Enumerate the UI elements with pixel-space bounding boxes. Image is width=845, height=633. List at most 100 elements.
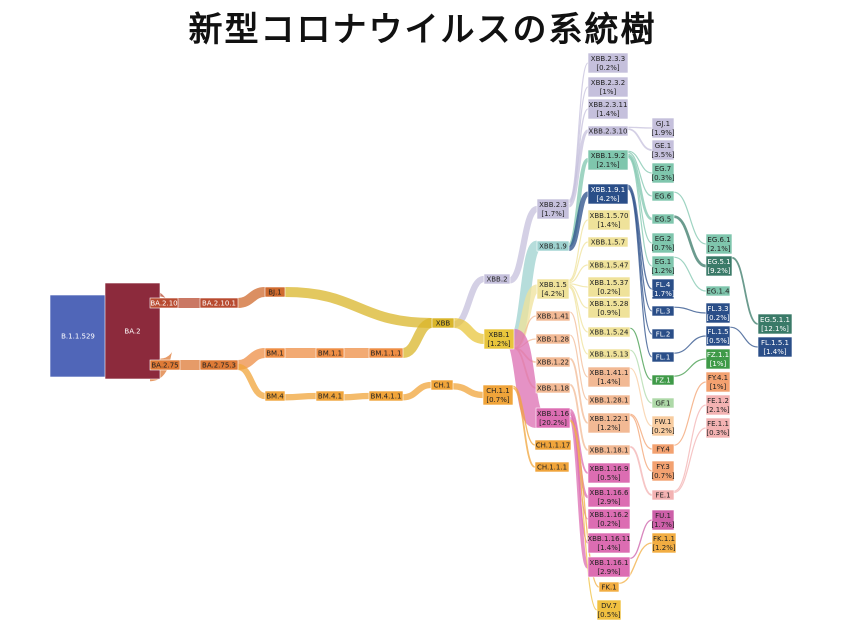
node-xbb-1[interactable]: XBB.1[1.2%] [483,328,515,350]
link-xbb-1-5-13-to-gf-1 [629,349,653,404]
node-xbb-1-5-28[interactable]: XBB.1.5.28[0.9%] [587,297,631,319]
node-xbb-1-28-1[interactable]: XBB.1.28.1 [587,394,631,406]
node-eg-1-4[interactable]: EG.1.4 [705,285,731,297]
node-ch-1[interactable]: CH.1 [430,379,454,391]
node-percentage: [1%] [710,383,727,391]
node-xbb-1-5[interactable]: XBB.1.5[4.2%] [536,278,570,300]
node-fk-1-1[interactable]: FK.1.1[1.2%] [651,532,677,554]
node-bm-1-1[interactable]: BM.1.1 [315,347,345,359]
node-fe-1[interactable]: FE.1 [651,489,675,501]
node-xbb-1-5-37[interactable]: XBB.1.5.37[0.2%] [587,276,631,298]
node-ba-2-10-1[interactable]: BA.2.10.1 [199,297,239,309]
node-xbb-1-18[interactable]: XBB.1.18 [535,382,571,394]
node-ch-1-1-1[interactable]: CH.1.1.1 [534,461,570,473]
node-b-1-1-529[interactable]: B.1.1.529 [49,294,107,378]
node-box-bm-1-1 [315,347,345,359]
node-label: XBB.1.9 [539,243,567,251]
node-xbb-1-16-6[interactable]: XBB.1.16.6[2.9%] [587,486,631,508]
node-xbb[interactable]: XBB [431,317,455,329]
node-xbb-1-5-7[interactable]: XBB.1.5.7 [587,236,629,248]
node-bm-1-1-1[interactable]: BM.1.1.1 [368,347,404,359]
node-xbb-1-22-1[interactable]: XBB.1.22.1[1.2%] [587,412,631,434]
node-ba-2-75-3[interactable]: BA.2.75.3 [199,359,239,371]
node-label: CH.1.1 [486,387,509,395]
node-xbb-1-9[interactable]: XBB.1.9 [536,240,570,252]
node-ba-2-10[interactable]: BA.2.10 [149,297,179,309]
node-xbb-1-28[interactable]: XBB.1.28 [535,333,571,345]
node-xbb-1-16-1[interactable]: XBB.1.16.1[2.9%] [587,556,631,578]
node-bj-1[interactable]: BJ.1 [264,286,286,298]
node-bm-1[interactable]: BM.1 [264,347,286,359]
node-ch-1-1[interactable]: CH.1.1[0.7%] [482,384,514,406]
node-xbb-2-3-11[interactable]: XBB.2.3.11[1.4%] [587,98,629,120]
node-fe-1-1[interactable]: FE.1.1[0.3%] [705,417,731,439]
node-label: XBB.2.3.11 [589,101,628,109]
node-eg-1[interactable]: EG.1[1.2%] [651,255,675,277]
node-fl-1-5-1[interactable]: FL.1.5.1[1.4%] [757,336,793,358]
node-gf-1[interactable]: GF.1 [651,397,675,409]
node-xbb-1-5-13[interactable]: XBB.1.5.13 [587,348,631,360]
node-fy-3[interactable]: FY.3[0.7%] [651,460,675,482]
node-eg-6-1[interactable]: EG.6.1[2.1%] [705,233,733,255]
node-eg-7[interactable]: EG.7[0.3%] [651,162,675,184]
node-fl-4[interactable]: FL.4[1.7%] [651,278,675,300]
node-eg-5-1-1[interactable]: EG.5.1.1[12.1%] [757,313,793,335]
node-fu-1[interactable]: FU.1[1.7%] [651,509,675,531]
node-xbb-1-16-9[interactable]: XBB.1.16.9[0.5%] [587,462,631,484]
node-xbb-1-22[interactable]: XBB.1.22 [535,356,571,368]
node-xbb-1-41[interactable]: XBB.1.41 [535,310,571,322]
node-xbb-2-3[interactable]: XBB.2.3[1.7%] [536,198,570,220]
node-fy-4-1[interactable]: FY.4.1[1%] [705,371,731,393]
node-fk-1[interactable]: FK.1 [598,581,620,593]
node-xbb-1-9-1[interactable]: XBB.1.9.1[4.2%] [587,183,629,205]
node-eg-2[interactable]: EG.2[0.7%] [651,232,675,254]
node-bm-4-1-1[interactable]: BM.4.1.1 [368,390,404,402]
node-fw-1[interactable]: FW.1[0.2%] [651,415,675,437]
node-bm-4[interactable]: BM.4 [264,390,286,402]
node-xbb-1-5-24[interactable]: XBB.1.5.24 [587,326,631,338]
node-box-xbb-1-16 [535,407,571,429]
node-fe-1-2[interactable]: FE.1.2[2.1%] [705,394,731,416]
node-eg-6[interactable]: EG.6 [651,190,675,202]
node-xbb-1-18-1[interactable]: XBB.1.18.1 [587,444,631,456]
node-xbb-2-3-10[interactable]: XBB.2.3.10 [587,125,629,137]
node-box-xbb-2-3-10 [587,125,629,137]
node-bm-4-1[interactable]: BM.4.1 [315,390,345,402]
node-fl-1-5[interactable]: FL.1.5[0.5%] [705,325,731,347]
node-box-xbb-1-28-1 [587,394,631,406]
node-label: BA.2.10 [150,300,177,308]
node-ch-1-1-17[interactable]: CH.1.1.17 [534,439,572,451]
node-xbb-2[interactable]: XBB.2 [483,273,511,285]
node-xbb-1-16[interactable]: XBB.1.16[20.2%] [535,407,571,429]
node-xbb-1-16-2[interactable]: XBB.1.16.2[0.2%] [587,508,631,530]
node-dv-7[interactable]: DV.7[0.5%] [596,599,622,621]
node-fl-2[interactable]: FL.2 [651,328,675,340]
node-label: XBB.1.16.6 [590,489,629,497]
node-box-fl-2 [651,328,675,340]
node-fy-4[interactable]: FY.4 [651,443,675,455]
node-xbb-1-5-70[interactable]: XBB.1.5.70[1.4%] [587,209,631,231]
node-label: FK.1.1 [653,535,675,543]
node-xbb-2-3-3[interactable]: XBB.2.3.3[0.2%] [587,52,629,74]
node-xbb-2-3-2[interactable]: XBB.2.3.2[1%] [587,76,629,98]
node-eg-5[interactable]: EG.5 [651,213,675,225]
node-ba-2-75[interactable]: BA.2.75 [149,359,181,371]
node-gj-1[interactable]: GJ.1[1.9%] [651,117,675,139]
node-box-gf-1 [651,397,675,409]
node-label: XBB.1.22 [537,359,569,367]
node-fl-1[interactable]: FL.1 [651,351,675,363]
node-xbb-1-16-11[interactable]: XBB.1.16.11[1.4%] [587,532,631,554]
node-xbb-1-5-47[interactable]: XBB.1.5.47 [587,259,631,271]
node-box-xbb-1-22-1 [587,412,631,434]
node-xbb-1-9-2[interactable]: XBB.1.9.2[2.1%] [587,149,629,171]
node-fl-3[interactable]: FL.3 [651,305,675,317]
node-xbb-1-41-1[interactable]: XBB.1.41.1[1.4%] [587,366,631,388]
node-fl-3-3[interactable]: FL.3.3[0.2%] [705,302,731,324]
node-box-xbb-1-22 [535,356,571,368]
node-ge-1[interactable]: GE.1[3.5%] [651,139,675,161]
link-fe-1-to-fe-1-2 [673,404,707,492]
node-eg-5-1[interactable]: EG.5.1[9.2%] [705,255,733,277]
node-fz-1-1[interactable]: FZ.1.1[1%] [705,348,731,370]
node-fz-1[interactable]: FZ.1 [651,374,675,386]
node-label: BM.1.1 [318,350,342,358]
